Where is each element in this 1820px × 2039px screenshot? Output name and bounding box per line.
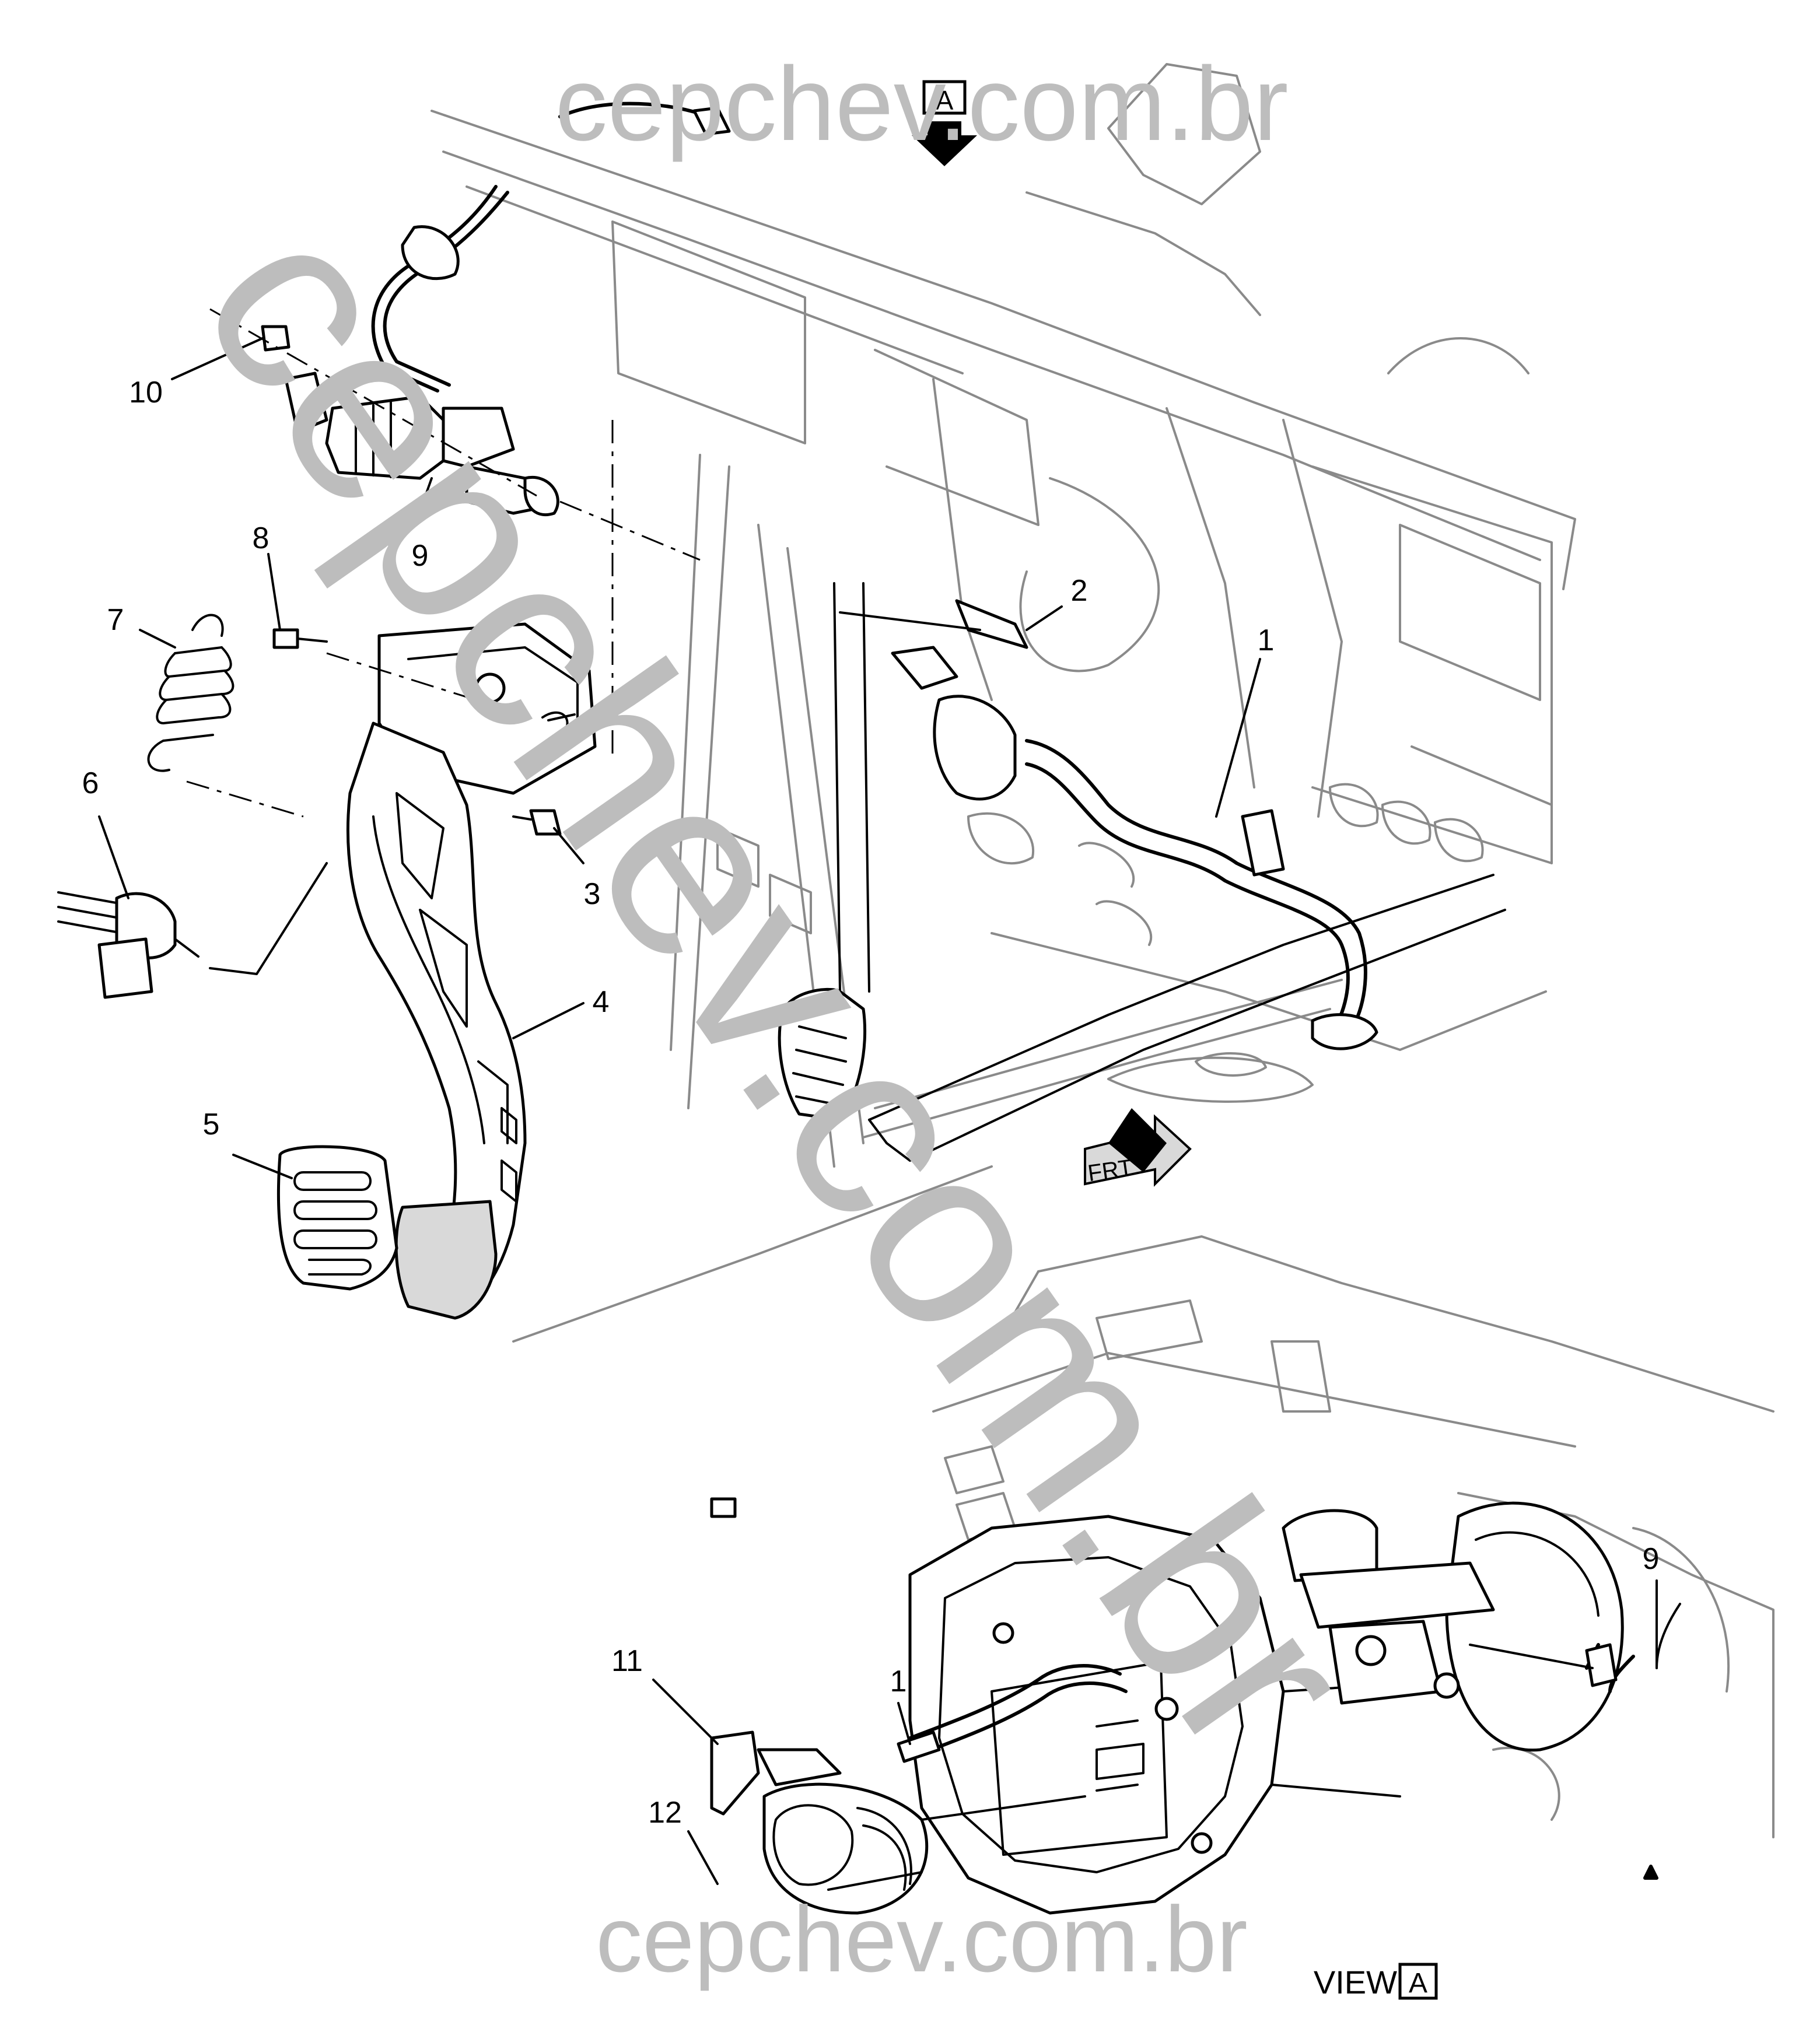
front-direction-arrow <box>1084 1108 1192 1187</box>
accelerator-pedal <box>778 582 870 1122</box>
return-spring <box>147 614 235 772</box>
watermark: cepchev.com.br cepchev.com.br cepchev.co… <box>146 45 1410 1991</box>
callout-4: 4 <box>593 985 610 1019</box>
clutch-pedal-position-switch <box>57 891 200 999</box>
floor-tunnel <box>868 874 1506 1162</box>
callout-7: 7 <box>107 603 124 637</box>
callout-3: 3 <box>584 877 601 911</box>
view-a-direction-arrow <box>912 80 977 166</box>
watermark-top: cepchev.com.br <box>555 45 1288 163</box>
callout-8: 8 <box>253 521 270 555</box>
callout-6: 6 <box>82 766 99 800</box>
clutch-master-cylinder <box>284 101 731 517</box>
watermark-diagonal: cepchev.com.br <box>146 170 1410 1803</box>
frt-label: FRT <box>1086 1155 1134 1186</box>
fasteners <box>261 325 1028 1518</box>
callout-10: 10 <box>129 376 163 409</box>
callout-1-view-a: 1 <box>890 1665 907 1698</box>
view-a-inset <box>710 1235 1774 1915</box>
clutch-pedal-assembly <box>276 622 597 1320</box>
view-label: VIEW <box>1314 1964 1397 2001</box>
callout-9-view-a: 9 <box>1643 1542 1660 1576</box>
callout-2: 2 <box>1071 574 1088 608</box>
callout-labels: 1 2 3 4 5 6 7 8 9 10 11 12 1 9 A FRT VIE… <box>82 85 1660 2001</box>
callout-1-main: 1 <box>1258 623 1275 657</box>
callout-11: 11 <box>611 1644 643 1678</box>
view-a-marker-top: A <box>936 85 954 115</box>
watermark-bottom: cepchev.com.br <box>596 1887 1248 1991</box>
callout-leaders <box>98 337 1658 1885</box>
installation-guide-lines <box>186 308 981 975</box>
callout-12: 12 <box>648 1796 682 1830</box>
callout-9-main: 9 <box>412 539 429 573</box>
callout-5: 5 <box>203 1108 220 1141</box>
clutch-hydraulic-line <box>891 646 1378 1050</box>
view-a-marker-bottom: A <box>1409 1968 1427 1999</box>
